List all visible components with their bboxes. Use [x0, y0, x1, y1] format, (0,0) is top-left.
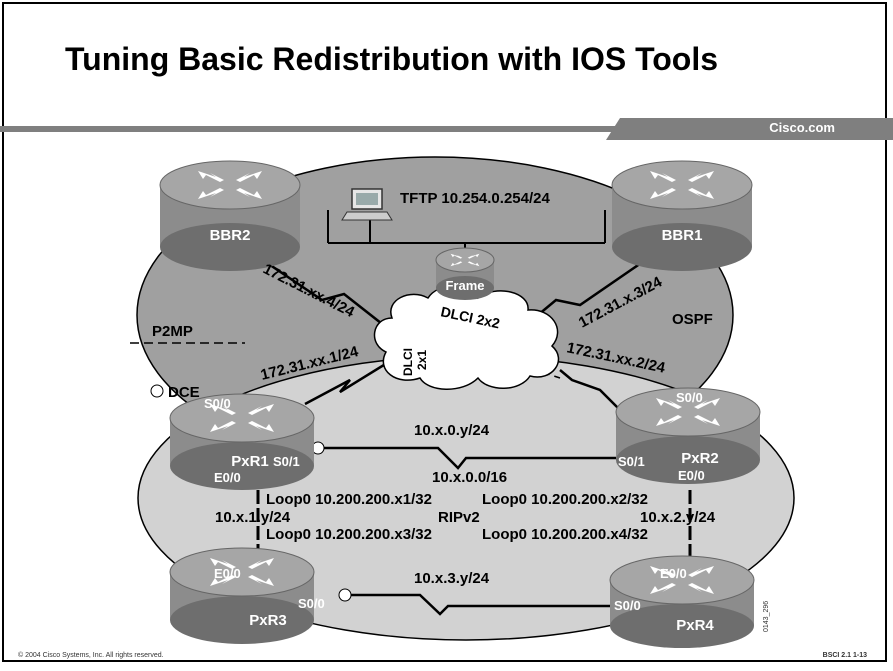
dce-legend-label: DCE	[168, 384, 200, 401]
dlci-2x1-label-a: DLCI	[401, 348, 415, 376]
pxr3-s00-label: S0/0	[298, 596, 325, 611]
rip-label: RIPv2	[438, 509, 480, 526]
pxr1-s01-label: S0/1	[273, 454, 300, 469]
router-pxr3-label: PxR3	[249, 612, 287, 629]
tftp-label: TFTP 10.254.0.254/24	[400, 190, 550, 207]
router-bbr2-label: BBR2	[210, 227, 251, 244]
ospf-label: OSPF	[672, 311, 713, 328]
pxr1-s00-label: S0/0	[204, 396, 231, 411]
footer-copyright: © 2004 Cisco Systems, Inc. All rights re…	[18, 652, 164, 659]
net-pxr1-pxr3: 10.x.1.y/24	[215, 509, 291, 526]
net-summary: 10.x.0.0/16	[432, 469, 507, 486]
link-pxr1-cloud	[304, 358, 393, 406]
dce-legend-marker	[150, 384, 164, 398]
p2mp-label: P2MP	[152, 323, 193, 340]
link-pxr3-pxr4	[345, 593, 610, 616]
link-bbr2-cloud	[244, 246, 401, 339]
router-pxr1-icon	[169, 393, 315, 490]
router-frame-icon	[435, 247, 495, 300]
router-pxr1-label: PxR1	[231, 453, 269, 470]
loopback-pxr1: Loop0 10.200.200.x1/32	[266, 491, 432, 508]
net-pxr1-pxr2: 10.x.0.y/24	[414, 422, 490, 439]
router-bbr1-icon	[611, 160, 753, 271]
pxr2-s01-label: S0/1	[618, 454, 645, 469]
pxr2-e00-label: E0/0	[678, 468, 705, 483]
footer-course-page: BSCI 2.1 1-13	[822, 652, 867, 659]
slide-title: Tuning Basic Redistribution with IOS Too…	[65, 41, 719, 77]
router-pxr3-icon	[169, 547, 315, 644]
pxr4-e00-label: E0/0	[660, 566, 687, 581]
loopback-pxr2: Loop0 10.200.200.x2/32	[482, 491, 648, 508]
loopback-pxr4: Loop0 10.200.200.x4/32	[482, 526, 648, 543]
tftp-server-icon	[341, 188, 393, 221]
pxr1-e00-label: E0/0	[214, 470, 241, 485]
dlci-2x1-label-b: 2x1	[415, 350, 429, 370]
router-frame-label: Frame	[445, 278, 484, 293]
router-pxr4-label: PxR4	[676, 617, 714, 634]
link-pxr2-cloud	[559, 369, 621, 411]
brand-label: Cisco.com	[769, 120, 835, 135]
figure-id: 0143_296	[763, 601, 770, 632]
link-pxr1-pxr2	[318, 446, 618, 470]
pxr4-s00-label: S0/0	[614, 598, 641, 613]
net-pxr3-pxr4: 10.x.3.y/24	[414, 570, 490, 587]
net-pxr2-pxr4: 10.x.2.y/24	[640, 509, 716, 526]
pxr2-s00-label: S0/0	[676, 390, 703, 405]
router-pxr4-icon	[609, 555, 755, 648]
loopback-pxr3: Loop0 10.200.200.x3/32	[266, 526, 432, 543]
dce-marker-pxr3	[338, 588, 352, 602]
router-bbr2-icon	[159, 160, 301, 271]
brand-bar	[0, 118, 893, 140]
router-bbr1-label: BBR1	[662, 227, 703, 244]
router-pxr2-label: PxR2	[681, 450, 719, 467]
pxr3-e00-label: E0/0	[214, 566, 241, 581]
router-pxr2-icon	[615, 387, 761, 484]
